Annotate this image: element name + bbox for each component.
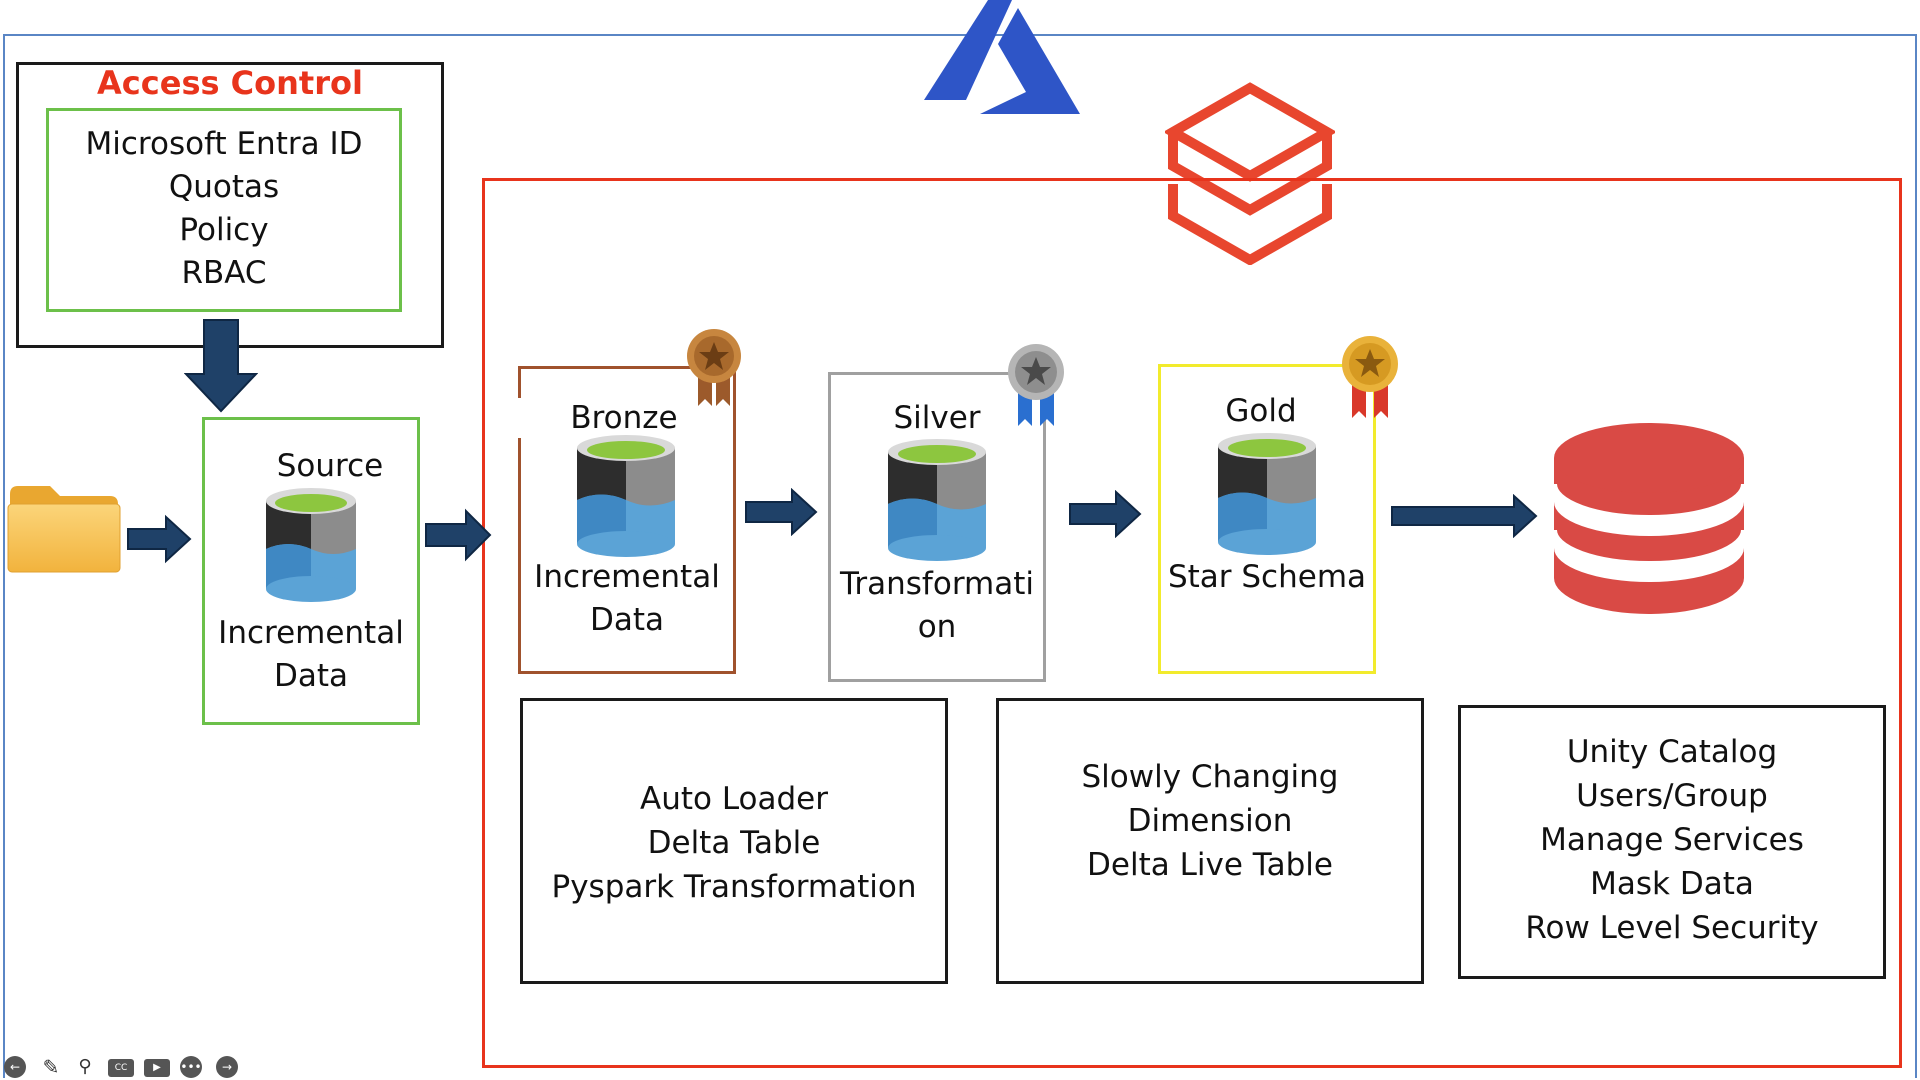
azure-logo-icon <box>924 0 1080 114</box>
databricks-logo-icon <box>1165 82 1335 265</box>
back-icon[interactable]: ← <box>4 1056 26 1078</box>
gold-medal-icon <box>1342 336 1398 418</box>
storage-cylinder-icon <box>577 435 675 557</box>
arrow-right-icon <box>127 514 192 564</box>
camera-off-icon[interactable]: ▶ <box>144 1059 170 1077</box>
down-arrow-icon <box>184 319 258 413</box>
silver-title: Silver <box>893 400 981 436</box>
source-title: Source <box>276 448 384 484</box>
silver-box <box>828 372 1046 682</box>
pen-icon[interactable]: ✎ <box>42 1055 60 1079</box>
folder-icon <box>7 486 121 573</box>
storage-cylinder-icon <box>888 439 986 561</box>
access-item-rbac: RBAC <box>181 255 267 291</box>
captions-icon[interactable]: CC <box>108 1059 134 1077</box>
arrow-right-icon <box>745 488 818 536</box>
silver-label: Transformati on <box>840 566 1034 645</box>
gold-box <box>1158 364 1376 674</box>
zoom-icon[interactable]: ⚲ <box>78 1056 92 1077</box>
gold-label: Star Schema <box>1167 559 1367 595</box>
source-label: Incremental Data <box>218 615 404 694</box>
bronze-title: Bronze <box>518 398 730 438</box>
source-box <box>202 417 420 725</box>
access-item-policy: Policy <box>179 212 269 248</box>
info-box-governance: Unity Catalog Users/Group Manage Service… <box>1458 705 1886 979</box>
silver-medal-icon <box>1008 344 1064 426</box>
forward-icon[interactable]: → <box>216 1056 238 1078</box>
bronze-medal-icon <box>687 329 741 406</box>
bronze-label: Incremental Data <box>534 559 720 638</box>
storage-cylinder-icon <box>1218 433 1316 555</box>
arrow-right-icon <box>1391 494 1538 538</box>
access-control-inner-box: Microsoft Entra ID Quotas Policy RBAC <box>46 108 402 312</box>
access-item-entra-id: Microsoft Entra ID <box>85 126 363 162</box>
info-box-bronze-tools: Auto Loader Delta Table Pyspark Transfor… <box>520 698 948 984</box>
info-box-silver-tools: Slowly Changing Dimension Delta Live Tab… <box>996 698 1424 984</box>
bronze-box <box>518 366 736 674</box>
more-icon[interactable]: ••• <box>180 1056 202 1078</box>
access-item-quotas: Quotas <box>168 169 280 205</box>
gold-title: Gold <box>1225 393 1297 429</box>
arrow-right-icon <box>1069 490 1142 538</box>
databricks-workspace-frame <box>482 178 1902 1068</box>
access-control-title: Access Control <box>97 64 363 102</box>
storage-cylinder-icon <box>266 488 356 602</box>
outer-frame <box>3 34 1917 1078</box>
arrow-right-icon <box>425 508 492 562</box>
database-icon <box>1552 423 1746 614</box>
